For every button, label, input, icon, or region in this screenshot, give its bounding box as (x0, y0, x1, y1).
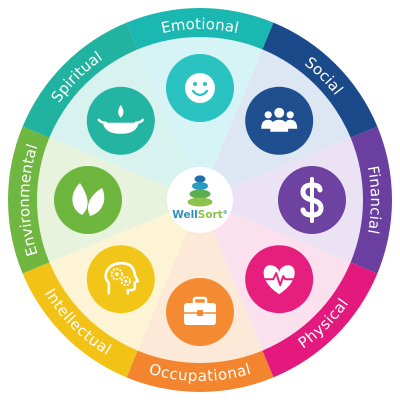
ring-segment-social (262, 22, 378, 138)
ring-segment-environmental (8, 126, 50, 274)
leaves-icon (72, 183, 105, 216)
ring-segment-financial (350, 126, 392, 274)
ring-segment-emotional (126, 8, 274, 50)
smiley-face-icon (185, 73, 215, 103)
ring-segment-spiritual (22, 22, 138, 138)
segment-icons (54, 54, 346, 346)
label-emotional: Emotional (159, 15, 240, 37)
logo-text: WellSort® (172, 209, 228, 221)
icon-badge-intellectual (86, 245, 155, 314)
briefcase-icon (184, 296, 216, 325)
icon-badge-spiritual (86, 86, 155, 155)
segment-icon-environmental (54, 166, 122, 234)
segment-icon-intellectual (86, 245, 155, 314)
dollar-sign-icon (300, 177, 324, 223)
segment-icon-emotional (166, 54, 234, 122)
ring-segment-occupational (126, 350, 274, 392)
heart-pulse-icon (263, 265, 295, 295)
segment-icon-spiritual (86, 86, 155, 155)
wellsort-logo: WellSort® (167, 167, 233, 233)
ring-segment-physical (262, 262, 378, 378)
logo-text-sort: Sort (198, 209, 223, 221)
segment-icon-financial (278, 166, 346, 234)
icon-badge-environmental (54, 166, 122, 234)
people-group-icon (261, 107, 298, 132)
segment-icon-physical (245, 245, 314, 314)
logo-text-well: Well (172, 209, 198, 221)
head-gears-icon (104, 261, 140, 295)
label-text-emotional: Emotional (159, 15, 240, 37)
diya-lamp-icon (97, 104, 145, 134)
stacked-stones-icon (187, 175, 213, 207)
logo-registered-mark: ® (223, 210, 228, 216)
segment-icon-social (245, 86, 314, 155)
segment-icon-occupational (166, 278, 234, 346)
outer-ring (8, 8, 392, 392)
label-financial: Financial (364, 164, 385, 235)
label-text-financial: Financial (364, 164, 385, 235)
ring-segment-intellectual (22, 262, 138, 378)
